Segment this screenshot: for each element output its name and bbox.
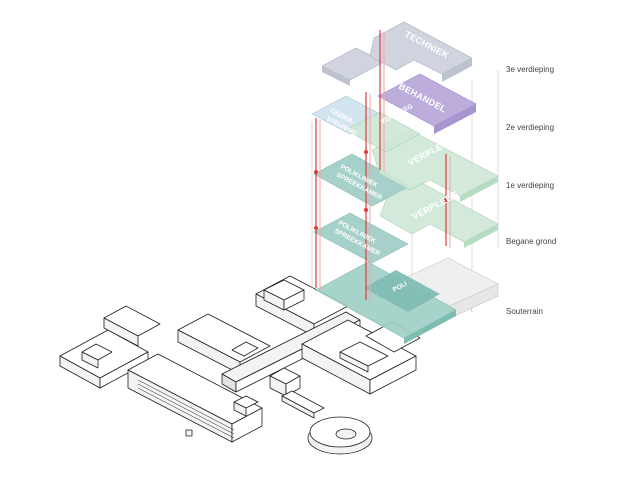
floor-begane-grond [315,261,457,344]
east-inner-side [339,351,369,373]
verpleeg1-slab [371,129,499,197]
vertical-cores [314,30,451,302]
rotunda-core [335,428,357,440]
core-node [364,150,368,154]
verpleeg1-front [460,176,498,202]
behandel-front [434,104,476,134]
floor-level-2 [313,181,499,264]
core-node [314,170,318,174]
north-roofbox-front [283,289,305,311]
floor-level-5 [321,21,473,86]
core-node [314,226,318,230]
verpleeg-small-slab [345,111,421,153]
west-block-side [103,317,139,347]
floor-label-souterrain: Souterrain [506,307,543,316]
floor-label-begane-grond: Begane grond [506,237,556,246]
poli-block [364,270,440,312]
poli2-slab [313,212,409,264]
west-stair-box [185,429,193,437]
bridge-side [281,395,315,419]
floor-label-3e: 3e verdieping [506,65,554,74]
techniek-front-b [442,58,472,82]
verpleeg2-front [464,224,498,248]
techniek-slab-b [369,21,473,75]
verpleeg2-slab [379,181,499,243]
link-box-front [285,375,301,397]
techniek-front-a [322,66,350,86]
core-node [444,198,448,202]
south-box-side [233,401,247,417]
core-node [364,208,368,212]
floor-label-2e: 2e verdieping [506,123,554,132]
south-block-front [231,407,263,443]
east-block-front [369,355,417,395]
poli-slab-front [404,310,456,344]
existing-complex [59,275,421,455]
west-tower-side [81,351,99,369]
floor-level-3 [313,129,499,207]
floor-label-1e: 1e verdieping [506,181,554,190]
central-small-roof [231,341,259,357]
floor-labels: 3e verdieping 2e verdieping 1e verdiepin… [506,65,556,316]
